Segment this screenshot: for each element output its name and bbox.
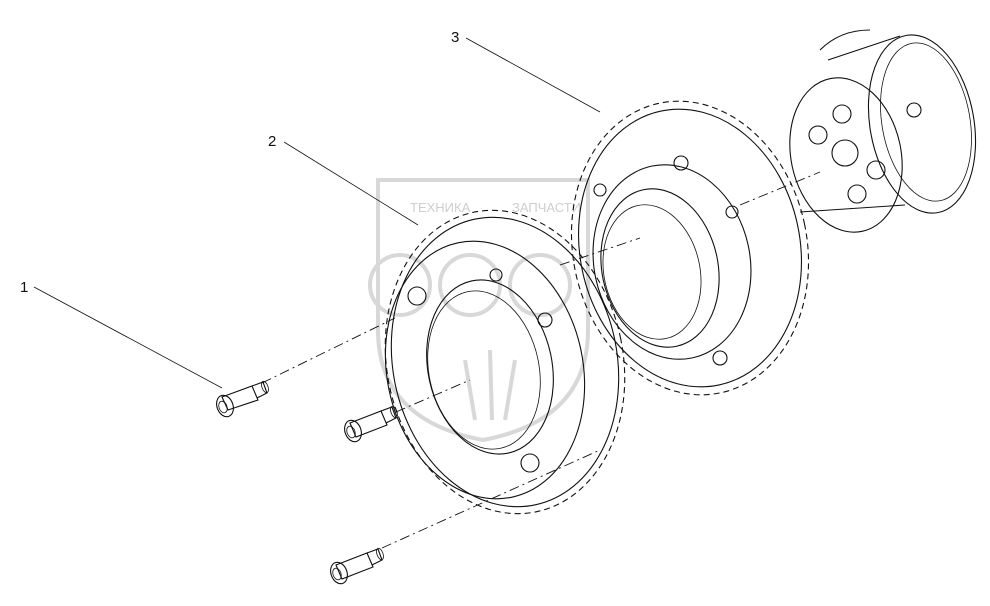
hub-drum xyxy=(789,29,977,233)
assembly-centerlines xyxy=(261,171,821,549)
rear-gear-teeth xyxy=(570,100,810,396)
watermark-text-left: ТЕХНИКА xyxy=(410,200,471,215)
callout-2-leader xyxy=(283,141,419,226)
pin-3 xyxy=(330,547,384,585)
callout-1-leader xyxy=(33,286,223,389)
watermark-text-right: ЗАПЧАСТИ xyxy=(512,200,581,215)
callout-3-leader xyxy=(465,37,601,113)
callout-3: 3 xyxy=(451,29,601,113)
rear-gear xyxy=(570,100,810,396)
callout-1: 1 xyxy=(20,279,223,389)
watermark-logo: ТЕХНИКА ЗАПЧАСТИ xyxy=(368,178,590,443)
callout-1-label: 1 xyxy=(20,279,28,296)
front-gear xyxy=(384,209,626,515)
front-gear-teeth xyxy=(384,209,626,515)
callout-2-label: 2 xyxy=(268,133,276,150)
callout-2: 2 xyxy=(268,133,419,226)
pin-1 xyxy=(216,380,269,418)
pin-2 xyxy=(344,405,398,443)
callout-3-label: 3 xyxy=(451,29,459,46)
